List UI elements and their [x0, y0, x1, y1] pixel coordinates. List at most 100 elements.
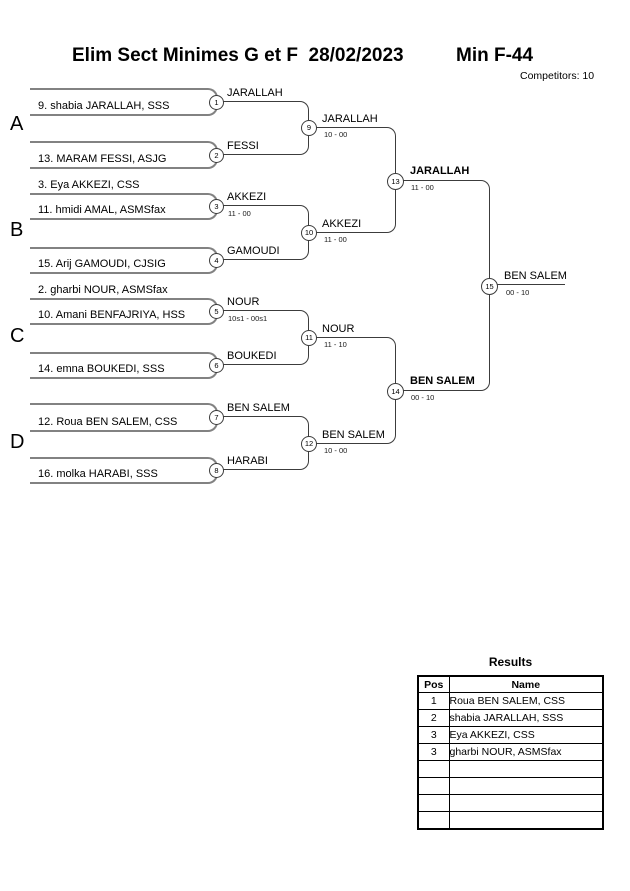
match-circle-15: 15	[481, 278, 498, 295]
match-winner-name: FESSI	[227, 140, 259, 152]
entrant-name: 9. shabia JARALLAH, SSS	[38, 100, 170, 112]
pos-cell	[417, 777, 450, 795]
match-circle-5: 5	[209, 304, 224, 319]
match-circle-12: 12	[301, 436, 317, 452]
section-label-c: C	[10, 325, 25, 347]
match-winner-name: BEN SALEM	[322, 429, 385, 441]
bracket-connector	[221, 101, 309, 128]
pos-cell	[417, 811, 450, 830]
pos-cell	[417, 794, 450, 812]
match-circle-9: 9	[301, 120, 317, 136]
bracket-connector	[315, 337, 396, 391]
bracket-line	[497, 284, 565, 285]
name-cell: gharbi NOUR, ASMSfax	[448, 743, 604, 761]
results-table: Pos Name 1 Roua BEN SALEM, CSS 2 shabia …	[417, 675, 604, 830]
results-header-row: Pos Name	[417, 675, 604, 693]
entrant-name: 15. Arij GAMOUDI, CJSIG	[38, 258, 166, 270]
match-winner-name: JARALLAH	[410, 165, 470, 177]
match-winner-name: JARALLAH	[227, 87, 283, 99]
match-circle-8: 8	[209, 463, 224, 478]
page-title: Elim Sect Minimes G et F 28/02/2023	[72, 45, 404, 66]
bracket-connector	[315, 127, 396, 181]
pos-cell: 2	[417, 709, 450, 727]
results-col-pos: Pos	[417, 675, 450, 693]
name-cell: shabia JARALLAH, SSS	[448, 709, 604, 727]
bracket-connector	[221, 205, 309, 233]
name-cell	[448, 777, 604, 795]
match-winner-name: BEN SALEM	[410, 375, 475, 387]
results-title: Results	[488, 655, 533, 669]
match-circle-2: 2	[209, 148, 224, 163]
name-cell: Eya AKKEZI, CSS	[448, 726, 604, 744]
match-circle-3: 3	[209, 199, 224, 214]
match-score: 00 - 10	[411, 393, 435, 402]
category-title: Min F-44	[456, 45, 534, 66]
match-circle-14: 14	[387, 383, 404, 400]
match-winner-name: BEN SALEM	[227, 402, 290, 414]
name-cell: Roua BEN SALEM, CSS	[448, 692, 604, 710]
match-winner-name: BOUKEDI	[227, 350, 277, 362]
match-score: 11 - 00	[228, 209, 251, 218]
match-circle-13: 13	[387, 173, 404, 190]
pos-cell: 1	[417, 692, 450, 710]
match-score: 11 - 10	[324, 340, 347, 349]
table-row	[417, 777, 604, 795]
match-winner-name: GAMOUDI	[227, 245, 280, 257]
match-score: 10 - 00	[324, 446, 348, 455]
table-row	[417, 794, 604, 812]
pos-cell: 3	[417, 726, 450, 744]
match-winner-name: HARABI	[227, 455, 268, 467]
match-circle-1: 1	[209, 95, 224, 110]
match-circle-10: 10	[301, 225, 317, 241]
table-row: 3 Eya AKKEZI, CSS	[417, 726, 604, 744]
match-winner-name: NOUR	[227, 296, 260, 308]
bracket-connector	[221, 416, 309, 444]
match-winner-name: JARALLAH	[322, 113, 378, 125]
entrant-name: 3. Eya AKKEZI, CSS	[38, 179, 140, 191]
entrant-name: 13. MARAM FESSI, ASJG	[38, 153, 167, 165]
match-circle-4: 4	[209, 253, 224, 268]
table-row: 1 Roua BEN SALEM, CSS	[417, 692, 604, 710]
bracket-connector	[403, 180, 490, 286]
bracket-connector	[221, 337, 309, 365]
bracket-connector	[221, 443, 309, 470]
match-circle-7: 7	[209, 410, 224, 425]
bracket-connector	[315, 180, 396, 233]
match-circle-6: 6	[209, 358, 224, 373]
name-cell	[448, 760, 604, 778]
match-score: 00 - 10	[506, 288, 530, 297]
name-cell	[448, 811, 604, 830]
match-score: 10s1 - 00s1	[228, 314, 268, 323]
entrant-name: 10. Amani BENFAJRIYA, HSS	[38, 309, 186, 321]
table-row: 3 gharbi NOUR, ASMSfax	[417, 743, 604, 761]
table-row: 2 shabia JARALLAH, SSS	[417, 709, 604, 727]
bracket-connector	[221, 310, 309, 338]
match-circle-11: 11	[301, 330, 317, 346]
match-winner-name: NOUR	[322, 323, 355, 335]
match-score: 11 - 00	[411, 183, 434, 192]
match-score: 10 - 00	[324, 130, 348, 139]
bracket-connector	[221, 232, 309, 260]
match-winner-name: AKKEZI	[322, 218, 362, 230]
table-row	[417, 811, 604, 830]
name-cell	[448, 794, 604, 812]
bracket-connector	[221, 127, 309, 155]
results-col-name: Name	[448, 675, 604, 693]
section-label-d: D	[10, 431, 25, 453]
match-winner-name: AKKEZI	[227, 191, 267, 203]
match-score: 11 - 00	[324, 235, 347, 244]
entrant-name: 16. molka HARABI, SSS	[38, 468, 158, 480]
pos-cell	[417, 760, 450, 778]
entrant-name: 12. Roua BEN SALEM, CSS	[38, 416, 178, 428]
table-row	[417, 760, 604, 778]
entrant-name: 11. hmidi AMAL, ASMSfax	[38, 204, 166, 216]
pos-cell: 3	[417, 743, 450, 761]
bracket-connector	[403, 285, 490, 391]
competitors-count: Competitors: 10	[520, 70, 595, 82]
entrant-name: 14. emna BOUKEDI, SSS	[38, 363, 165, 375]
section-label-b: B	[10, 219, 24, 241]
section-label-a: A	[10, 113, 24, 135]
entrant-name: 2. gharbi NOUR, ASMSfax	[38, 284, 168, 296]
bracket-connector	[315, 390, 396, 444]
